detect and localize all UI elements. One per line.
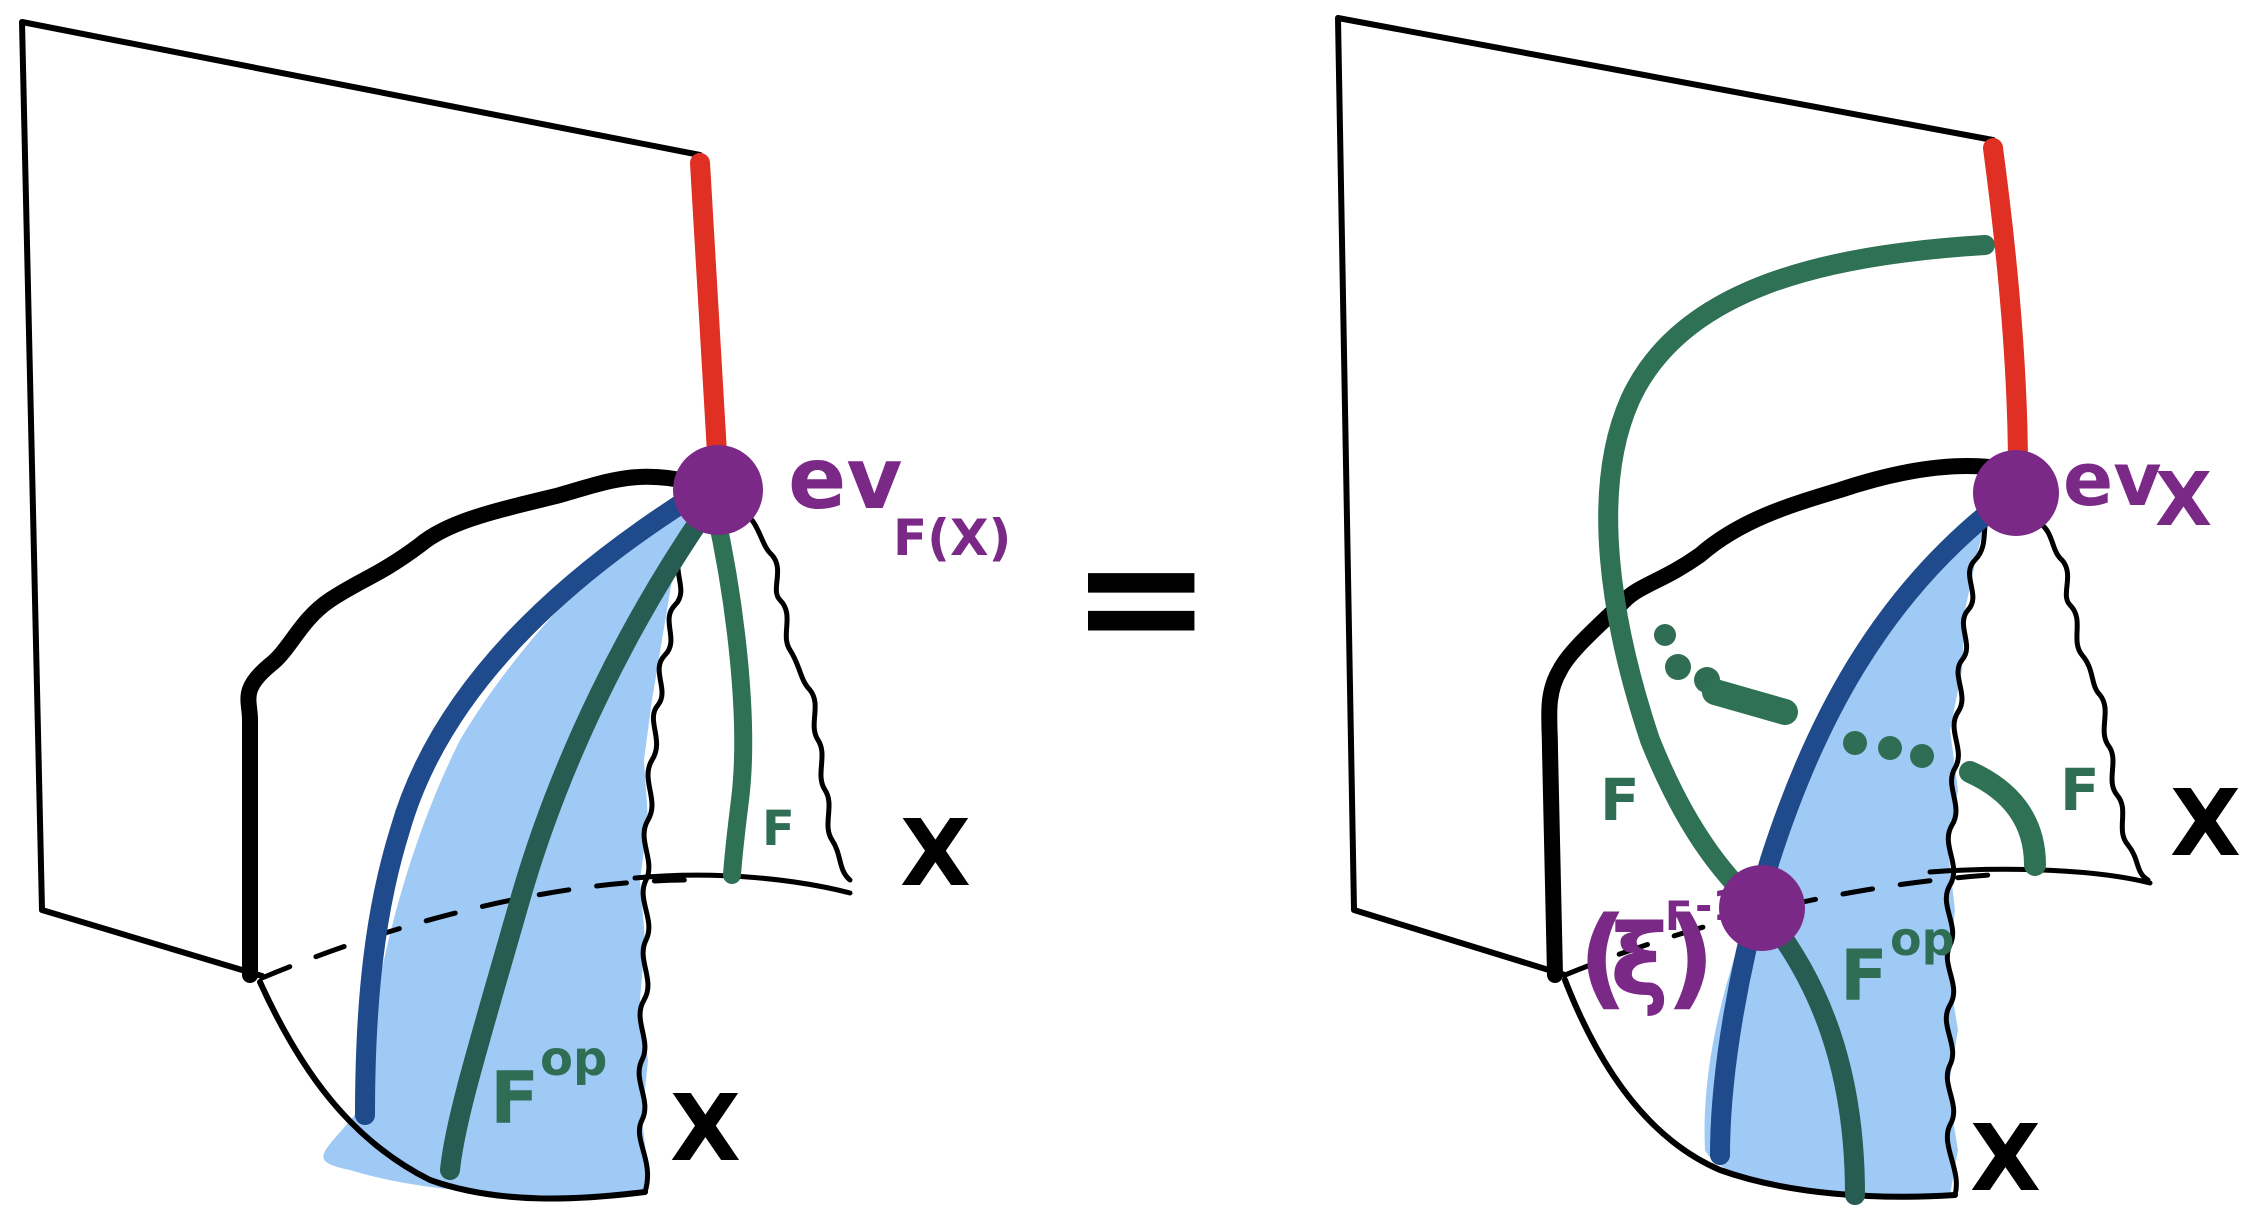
right-dashed-line [1562,872,1993,978]
right-fop-sup-label: op [1890,912,1955,966]
right-f-label-left: F [1600,766,1640,834]
left-red-line [690,153,728,480]
green-dot [1878,736,1902,760]
left-x-label-right: X [900,800,971,907]
left-thick-boundary [240,468,698,983]
right-blue-region [1704,505,1990,1195]
green-dot [1910,744,1934,768]
left-diagram: ev F(X) F F op X X [19,19,1011,1202]
right-blue-strand [1710,500,2002,1165]
equals-sign-group: = [1070,498,1212,696]
xi-exponent: -1 [1695,881,1742,930]
right-thick-boundary [1541,458,2018,983]
right-x-label-right: X [2170,770,2241,877]
right-green-dash [1702,679,1798,725]
right-horizon-arc [1927,866,2153,886]
xi-paren-close: ) [1665,893,1715,1021]
right-wavy-line-inner [1943,502,1993,1198]
green-dot [1654,624,1676,646]
left-green-strand-f [706,501,753,884]
left-fop-sup-label: op [540,1031,607,1087]
left-ev-sub-label: F(X) [893,509,1011,567]
right-xi-inverse-vertex [1719,865,1805,951]
left-back-sheet [19,19,703,979]
right-xi-inverse-label: ( ξ F ) -1 [1578,881,1742,1021]
right-ev-sub-label: X [2155,457,2212,543]
right-fop-label: F [1840,935,1888,1017]
green-dot [1665,654,1691,680]
right-x-label-bottom: X [1970,1105,2041,1212]
right-ev-vertex [1973,450,2059,536]
xi-symbol: ξ [1610,902,1669,1019]
right-ev-label: ev [2063,437,2161,523]
left-fop-label: F [490,1056,539,1140]
right-lower-boundary [1562,977,1958,1200]
xi-sup-f: F [1665,894,1692,940]
left-dark-green-strand-fop [440,495,720,1180]
right-f-label-right: F [2060,756,2100,824]
left-x-label-bottom: X [670,1075,741,1182]
right-green-strand-f-right [1959,761,2046,876]
left-dashed-line [259,877,693,981]
left-ev-label: ev [788,429,902,529]
left-ev-vertex [673,445,763,535]
left-blue-region [323,495,690,1196]
left-lower-boundary [257,979,648,1202]
right-red-line [1983,138,2028,480]
right-diagram: ev X F F F op ( ξ F ) -1 X X [1335,15,2241,1212]
equals-sign: = [1070,498,1212,696]
left-wavy-line-outer [737,507,853,883]
left-blue-strand [355,485,705,1125]
left-f-label: F [762,801,795,857]
left-wavy-line-inner [636,497,703,1195]
green-dot [1843,731,1867,755]
right-back-sheet [1335,15,1996,978]
right-wavy-line-outer [2032,517,2151,883]
right-green-strand-f-upper [1598,235,1995,920]
xi-paren-open: ( [1578,893,1628,1021]
left-horizon-arc [632,872,853,896]
